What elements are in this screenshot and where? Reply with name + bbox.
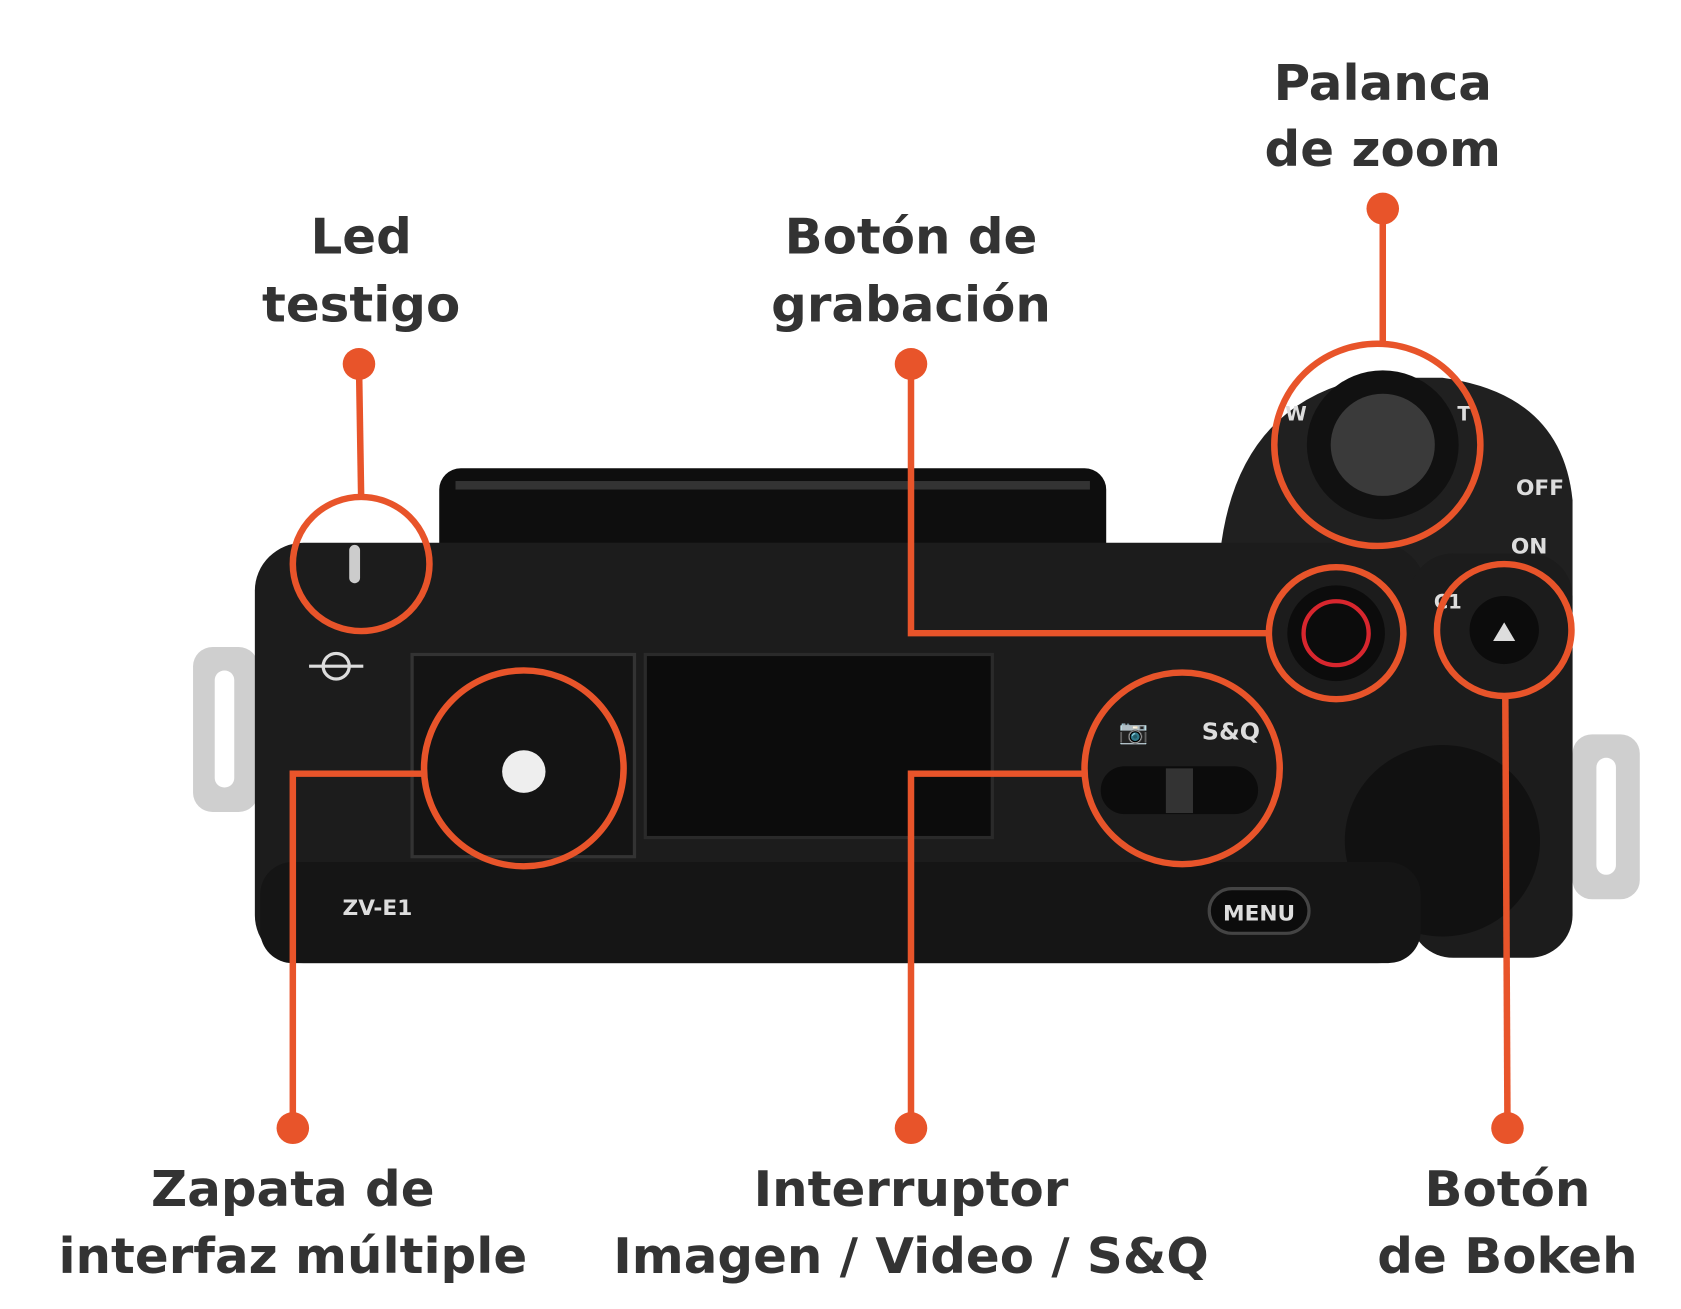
- speaker-grille: [643, 652, 994, 840]
- bokeh-ring: [1433, 560, 1575, 700]
- label-zoom-line1: Palanca: [1274, 54, 1492, 111]
- shoe-leader: [289, 770, 426, 1129]
- label-led-line1: Led: [310, 208, 411, 265]
- t-label: T: [1457, 403, 1471, 426]
- zoom-ring: [1271, 340, 1484, 550]
- model-label: ZV-E1: [343, 896, 413, 921]
- label-zoom-line2: de zoom: [1265, 120, 1501, 177]
- shoe-ring: [420, 667, 627, 870]
- label-shoe-line1: Zapata de: [151, 1160, 435, 1217]
- label-switch-line1: Interruptor: [754, 1160, 1069, 1217]
- label-shoe-line2: interfaz múltiple: [58, 1227, 527, 1284]
- w-label: W: [1285, 403, 1307, 426]
- label-bokeh-line2: de Bokeh: [1377, 1227, 1637, 1284]
- lens-mount: [439, 468, 1107, 565]
- menu-label: MENU: [1223, 902, 1295, 927]
- switch-ring: [1081, 669, 1283, 868]
- label-bokeh-line1: Botón: [1425, 1160, 1591, 1217]
- bokeh-button: [1469, 595, 1539, 665]
- menu-button: [1207, 887, 1311, 935]
- bokeh-leader: [1502, 695, 1511, 1129]
- photo-icon: 📷: [1118, 718, 1148, 746]
- callouts: [289, 208, 1575, 1129]
- label-record-line1: Botón de: [785, 208, 1038, 265]
- callout-dots: [276, 192, 1524, 1145]
- led-leader: [355, 363, 365, 498]
- on-label: ON: [1511, 535, 1548, 560]
- bokeh-icon: ⛰: [1492, 618, 1515, 648]
- led-ring: [289, 493, 433, 635]
- sq-label: S&Q: [1202, 718, 1260, 746]
- switch-leader: [907, 770, 1085, 1129]
- label-switch-line2: Imagen / Video / S&Q: [613, 1227, 1208, 1284]
- record-leader: [907, 363, 1269, 637]
- record-ring: [1265, 564, 1407, 703]
- camera-illustration: ⛰ S&Q 📷 OFF ON C1 W T ZV-E1 MENU: [193, 370, 1640, 964]
- off-label: OFF: [1516, 476, 1564, 501]
- led-indicator: [349, 544, 361, 584]
- label-record-line2: grabación: [771, 276, 1051, 333]
- label-led-line2: testigo: [262, 276, 460, 333]
